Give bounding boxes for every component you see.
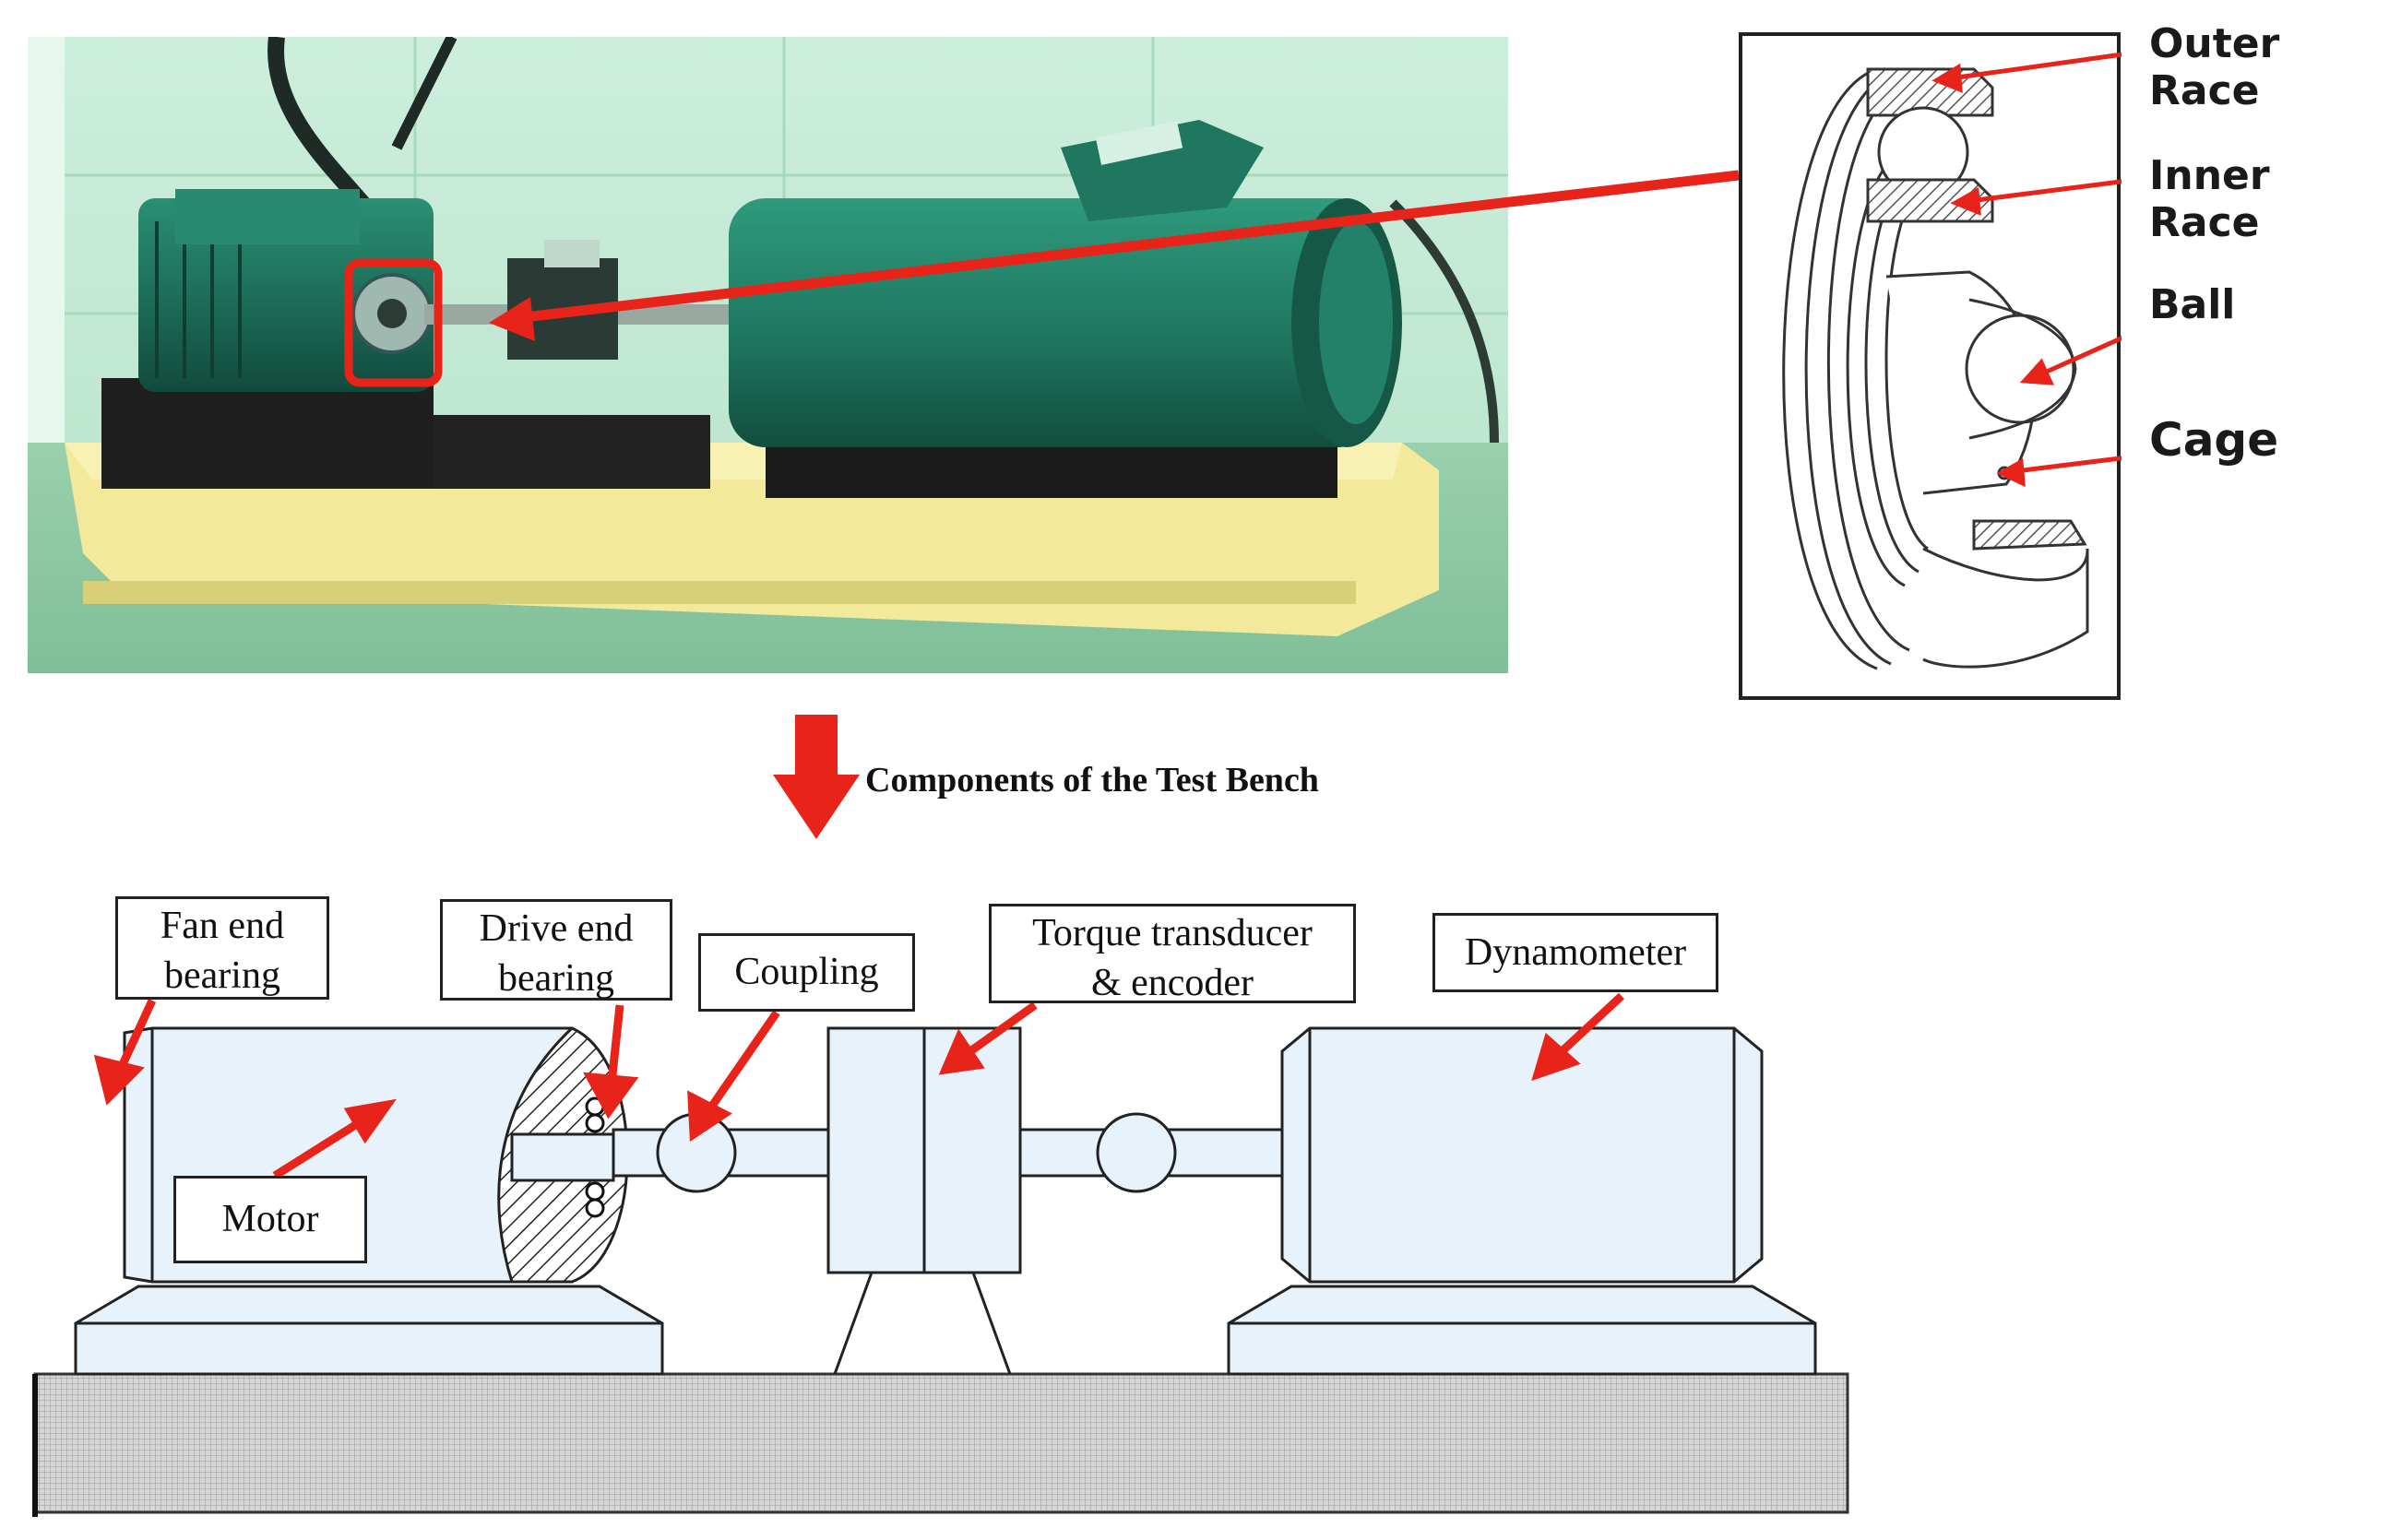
label-dynamometer: Dynamometer [1432, 913, 1718, 992]
bearing-diagram [1739, 32, 2122, 700]
down-arrow-head [773, 775, 860, 839]
test-bench-photo [28, 37, 1508, 673]
label-fan-end-bearing: Fan end bearing [115, 896, 329, 1000]
label-ball: Ball [2149, 281, 2236, 328]
down-arrow-stem [795, 715, 838, 779]
label-motor: Motor [173, 1176, 367, 1263]
label-coupling: Coupling [698, 933, 915, 1012]
inner-race-block [1866, 178, 1994, 223]
label-outer-race: Outer Race [2149, 20, 2280, 114]
label-drive-end-bearing: Drive end bearing [440, 899, 672, 1001]
ground [33, 1372, 1849, 1514]
dynamometer-body [729, 198, 1374, 447]
diagram-caption: Components of the Test Bench [865, 761, 1319, 800]
transducer-stand [833, 1272, 1012, 1375]
bottom-race-block [1972, 519, 2087, 551]
bearing-pointer-arrow [489, 297, 535, 341]
highlight-box [344, 258, 443, 387]
coupling-right [1096, 1112, 1177, 1193]
dyno-block [1280, 1026, 1764, 1284]
label-inner-race: Inner Race [2149, 152, 2270, 246]
motor-stand [101, 378, 434, 489]
label-torque-transducer: Torque transducer & encoder [989, 904, 1356, 1004]
motor-junction-box [175, 189, 360, 244]
dyno-pedestal [1227, 1285, 1817, 1376]
motor-pedestal [74, 1285, 664, 1376]
label-cage: Cage [2149, 413, 2279, 467]
